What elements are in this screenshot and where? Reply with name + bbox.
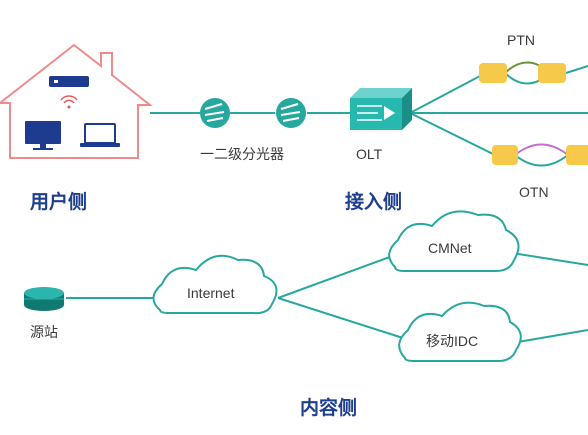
ptn-ring xyxy=(479,61,588,85)
desktop-monitor-icon xyxy=(25,121,61,150)
ptn-node-right xyxy=(538,63,566,83)
house-outline xyxy=(0,43,153,159)
cmnet-label: CMNet xyxy=(428,240,472,256)
idc-cloud-icon xyxy=(398,301,522,362)
olt-label: OLT xyxy=(356,146,383,162)
router-icon xyxy=(49,76,89,87)
source-label: 源站 xyxy=(30,324,58,340)
olt-to-otn-link xyxy=(409,112,496,156)
access-side-title: 接入侧 xyxy=(345,192,403,213)
user-side-title: 用户侧 xyxy=(30,192,88,213)
internet-to-idc-link xyxy=(277,297,404,339)
content-side-title: 内容侧 xyxy=(300,398,358,419)
splitter-label: 一二级分光器 xyxy=(200,146,284,162)
access-links xyxy=(150,75,588,156)
olt-to-ptn-link xyxy=(409,75,481,114)
laptop-icon xyxy=(80,123,120,147)
idc-to-core-link xyxy=(511,329,588,344)
ptn-node-left xyxy=(479,63,507,83)
internet-cloud-icon xyxy=(152,254,278,315)
cmnet-to-core-link xyxy=(511,252,588,266)
internet-label: Internet xyxy=(187,285,235,301)
content-links xyxy=(66,252,588,344)
splitter-icon-2 xyxy=(276,98,306,128)
internet-to-cmnet-link xyxy=(277,254,396,299)
otn-label: OTN xyxy=(519,184,549,200)
user-house xyxy=(0,43,153,159)
splitter-icon-1 xyxy=(200,98,230,128)
olt-device-icon xyxy=(350,88,412,130)
idc-label: 移动IDC xyxy=(426,333,479,349)
otn-node-left xyxy=(492,145,518,165)
ptn-label: PTN xyxy=(507,32,535,48)
otn-ring xyxy=(492,143,588,167)
source-server-icon xyxy=(24,287,64,311)
otn-node-right xyxy=(566,145,588,165)
wifi-icon xyxy=(60,95,78,109)
cmnet-cloud-icon xyxy=(388,210,520,272)
